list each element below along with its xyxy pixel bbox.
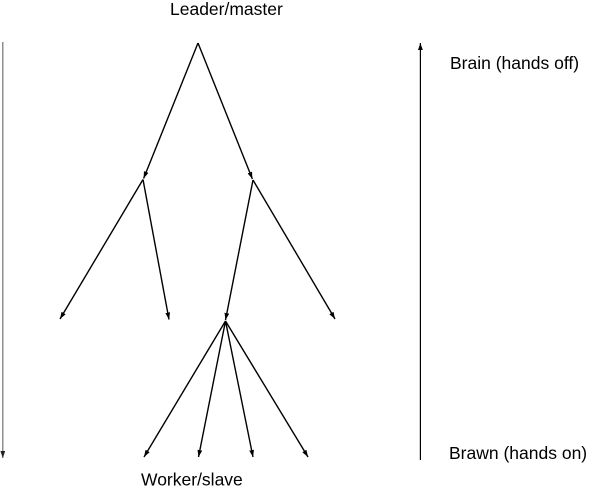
svg-text:Leader/master: Leader/master <box>170 0 283 19</box>
svg-text:Brain (hands off): Brain (hands off) <box>450 53 579 73</box>
svg-text:Worker/slave: Worker/slave <box>141 469 243 488</box>
svg-text:Brawn (hands on): Brawn (hands on) <box>449 443 587 463</box>
